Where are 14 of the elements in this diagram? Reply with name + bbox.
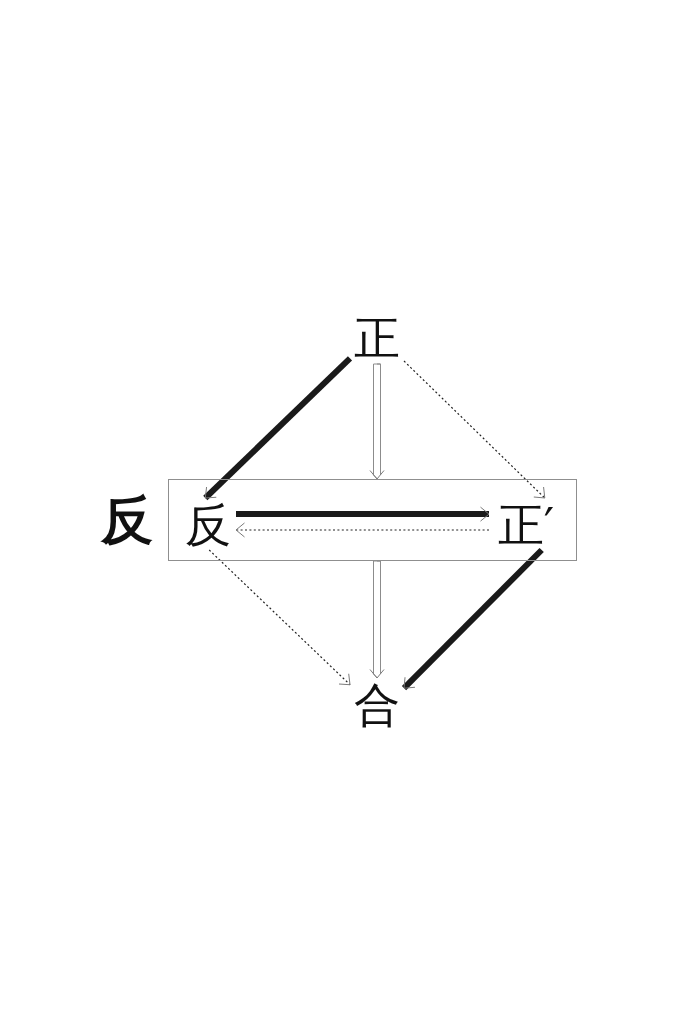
term-label: 正′ <box>490 499 562 551</box>
term-label: 反 <box>179 499 237 551</box>
double-line-arrow <box>369 363 385 480</box>
term-label: 合 <box>350 678 404 732</box>
grouping-frame <box>168 479 577 561</box>
thick-arrow <box>401 547 544 691</box>
term-label: 正 <box>350 312 404 364</box>
double-line-arrow <box>369 560 385 679</box>
thick-arrow <box>236 506 490 522</box>
dotted-arrow <box>235 522 490 538</box>
frame-heading: 反 <box>99 492 154 548</box>
dotted-arrow <box>208 549 351 686</box>
dotted-arrow <box>403 360 546 499</box>
thick-arrow <box>203 356 353 501</box>
